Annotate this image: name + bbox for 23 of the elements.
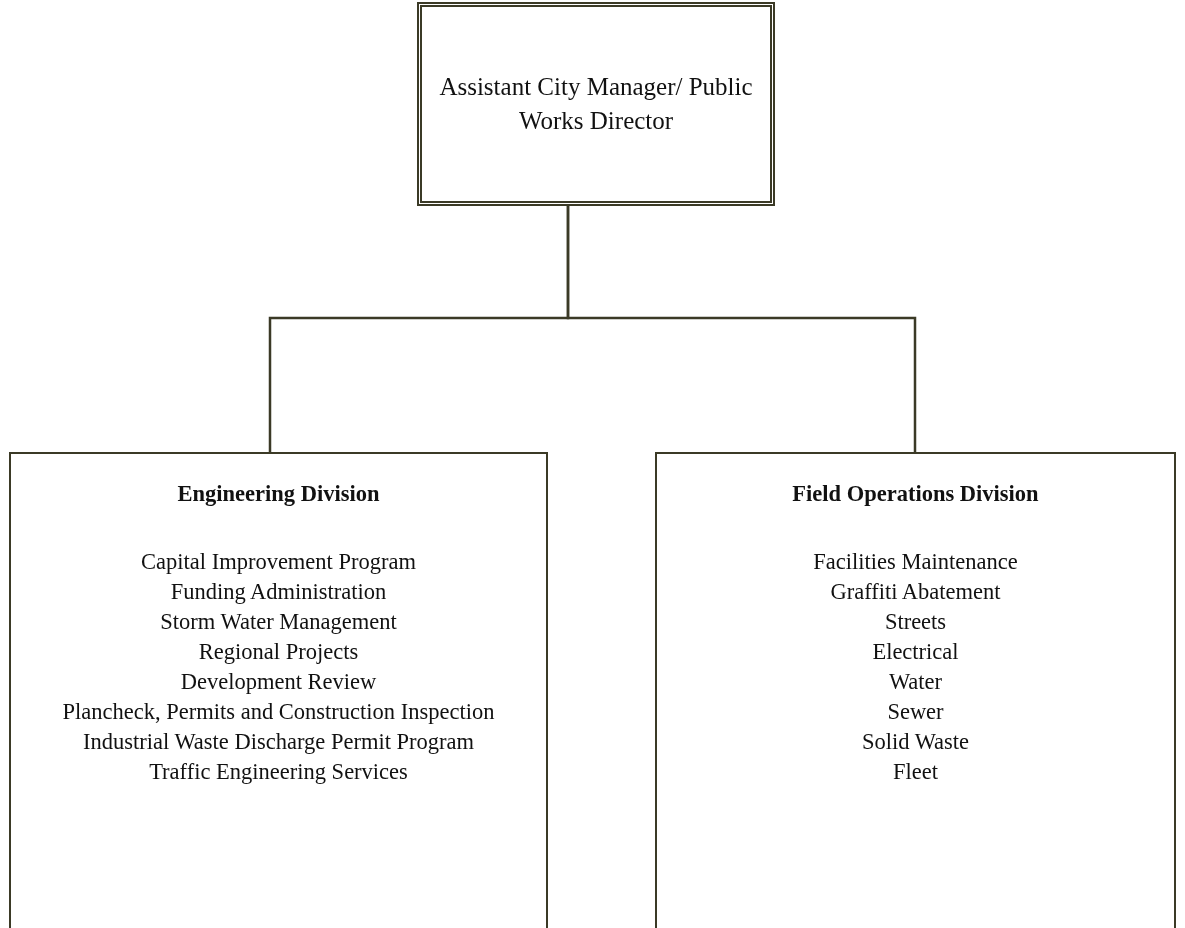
function-item: Funding Administration	[169, 578, 388, 606]
function-item: Development Review	[179, 668, 378, 696]
function-item: Streets	[883, 608, 948, 636]
function-item: Capital Improvement Program	[140, 548, 417, 576]
function-item: Solid Waste	[860, 728, 971, 756]
function-item: Water	[887, 668, 944, 696]
function-item: Storm Water Management	[159, 608, 398, 636]
function-item: Facilities Maintenance	[812, 548, 1019, 576]
division-box	[655, 452, 1176, 928]
box-title: Assistant City Manager/ Public Works Director	[438, 72, 754, 136]
connector-line	[566, 206, 917, 452]
function-item: Fleet	[892, 758, 939, 786]
function-item: Regional Projects	[197, 638, 360, 666]
division-heading: Field Operations Division	[791, 480, 1040, 508]
division-box	[9, 452, 548, 928]
director-box	[417, 2, 775, 206]
division-heading: Engineering Division	[176, 480, 381, 508]
function-item: Sewer	[886, 698, 945, 726]
function-item: Traffic Engineering Services	[148, 758, 409, 786]
function-item: Electrical	[871, 638, 960, 666]
function-item: Plancheck, Permits and Construction Inspection	[61, 698, 496, 726]
function-item: Industrial Waste Discharge Permit Program	[82, 728, 475, 756]
function-item: Graffiti Abatement	[829, 578, 1002, 606]
